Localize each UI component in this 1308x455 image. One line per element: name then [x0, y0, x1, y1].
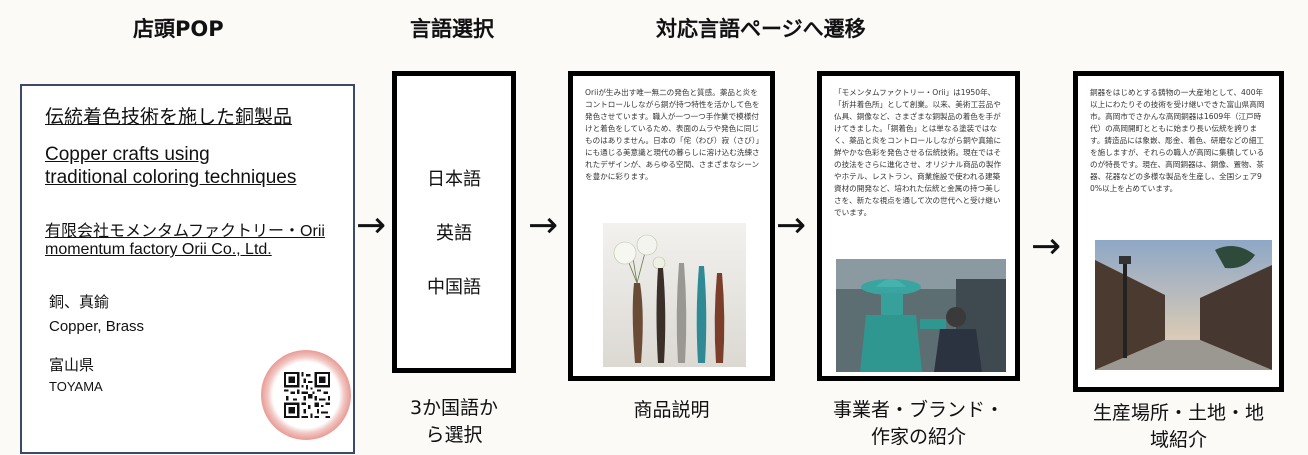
product-page-screen: Oriiが生み出す唯一無二の発色と質感。薬品と炎をコントロールしながら銅が持つ特… — [568, 71, 775, 381]
company-page-screen: 「モメンタムファクトリー・Orii」は1950年、「折井着色所」として創業。以来… — [817, 71, 1020, 381]
language-option-japanese[interactable]: 日本語 — [427, 169, 481, 190]
caption-line: 域紹介 — [1149, 429, 1207, 451]
pop-material-en: Copper, Brass — [49, 318, 145, 335]
right-arrow-icon: → — [776, 205, 807, 246]
region-page-screen: 銅器をはじめとする鋳物の一大産地として、400年以上にわたりその技術を受け継いで… — [1073, 71, 1284, 392]
pop-company-ja: 有限会社モメンタムファクトリー・Orii — [45, 223, 325, 240]
pop-prefecture-en: TOYAMA — [49, 379, 103, 394]
right-arrow-icon: → — [528, 205, 559, 246]
pop-title-en-line1: Copper crafts using — [45, 144, 210, 165]
language-option-chinese[interactable]: 中国語 — [427, 277, 481, 298]
region-description-text: 銅器をはじめとする鋳物の一大産地として、400年以上にわたりその技術を受け継いで… — [1090, 88, 1265, 193]
caption-line: 生産場所・土地・地 — [1092, 402, 1264, 424]
region-page-caption: 生産場所・土地・地 域紹介 — [1060, 400, 1297, 454]
caption-line: 3か国語か — [409, 397, 499, 419]
header-page-transition: 対応言語ページへ遷移 — [656, 17, 866, 41]
store-pop-card: 伝統着色技術を施した銅製品 Copper crafts using tradit… — [20, 84, 355, 454]
language-select-screen: 日本語 英語 中国語 — [392, 71, 516, 373]
craftsman-statue-photo — [836, 259, 1006, 372]
company-description-text: 「モメンタムファクトリー・Orii」は1950年、「折井着色所」として創業。以来… — [834, 88, 1002, 217]
caption-line: ら選択 — [425, 424, 483, 446]
header-language-select: 言語選択 — [410, 17, 494, 41]
pop-title-en-line2: traditional coloring techniques — [45, 167, 297, 188]
caption-line: 事業者・ブランド・ — [832, 399, 1004, 421]
language-select-caption: 3か国語か ら選択 — [392, 395, 516, 449]
language-option-english[interactable]: 英語 — [436, 223, 472, 244]
right-arrow-icon: → — [1031, 226, 1062, 267]
pop-title-ja: 伝統着色技術を施した銅製品 — [45, 107, 293, 128]
company-page-caption: 事業者・ブランド・ 作家の紹介 — [795, 397, 1042, 451]
copper-vases-photo — [603, 223, 746, 367]
caption-line: 作家の紹介 — [870, 426, 966, 448]
product-page-caption: 商品説明 — [568, 397, 775, 424]
pop-material-ja: 銅、真鍮 — [49, 294, 110, 311]
pop-prefecture-ja: 富山県 — [49, 357, 95, 374]
old-town-street-photo — [1095, 240, 1272, 370]
pop-company-en: momentum factory Orii Co., Ltd. — [45, 241, 272, 258]
product-description-text: Oriiが生み出す唯一無二の発色と質感。薬品と炎をコントロールしながら銅が持つ特… — [585, 88, 760, 181]
qr-code-icon[interactable] — [284, 372, 330, 418]
caption-line: 商品説明 — [633, 399, 710, 421]
right-arrow-icon: → — [356, 205, 387, 246]
header-pop: 店頭POP — [133, 17, 224, 41]
